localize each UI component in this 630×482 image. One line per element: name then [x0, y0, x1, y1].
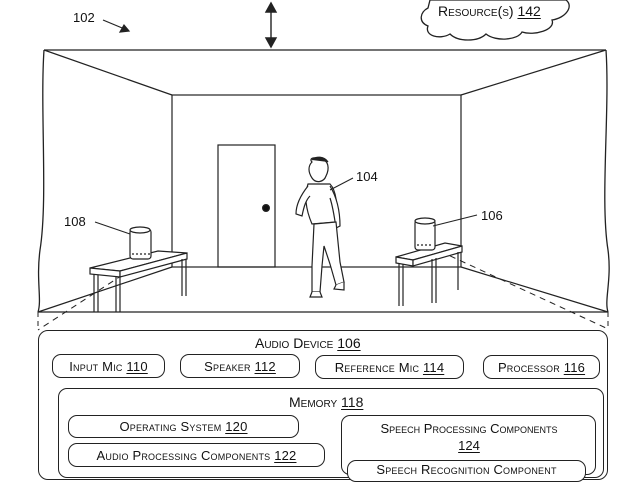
- right-table: [396, 243, 462, 306]
- memory-title: Memory 118: [289, 394, 363, 410]
- speech-processing-label: Speech Processing Components 124: [354, 421, 584, 453]
- cloud-resources-label: Resource(s) 142: [438, 3, 541, 19]
- speaker-box: Speaker 112: [180, 354, 300, 378]
- user-label: 104: [356, 169, 378, 184]
- right-audio-device: [415, 218, 435, 250]
- environment-pointer: [103, 20, 129, 32]
- left-table: [90, 251, 187, 312]
- environment-label: 102: [73, 10, 95, 25]
- device-projection: [38, 312, 608, 330]
- person-leader: [330, 178, 353, 190]
- input-mic-box: Input Mic 110: [52, 354, 165, 378]
- left-audio-device: [130, 227, 151, 259]
- audio-device-title: Audio Device 106: [255, 335, 361, 351]
- right-device-leader: [433, 215, 477, 226]
- processor-box: Processor 116: [483, 355, 600, 379]
- left-device-leader: [95, 222, 130, 234]
- operating-system-box: Operating System 120: [68, 415, 299, 438]
- person-figure: [296, 157, 344, 297]
- right-device-label: 106: [481, 208, 503, 223]
- left-device-label: 108: [64, 214, 86, 229]
- door: [218, 145, 275, 267]
- speech-recognition-box: Speech Recognition Component: [347, 460, 586, 482]
- updown-arrow-icon: [266, 3, 276, 47]
- audio-processing-box: Audio Processing Components 122: [68, 443, 325, 467]
- reference-mic-box: Reference Mic 114: [315, 355, 464, 379]
